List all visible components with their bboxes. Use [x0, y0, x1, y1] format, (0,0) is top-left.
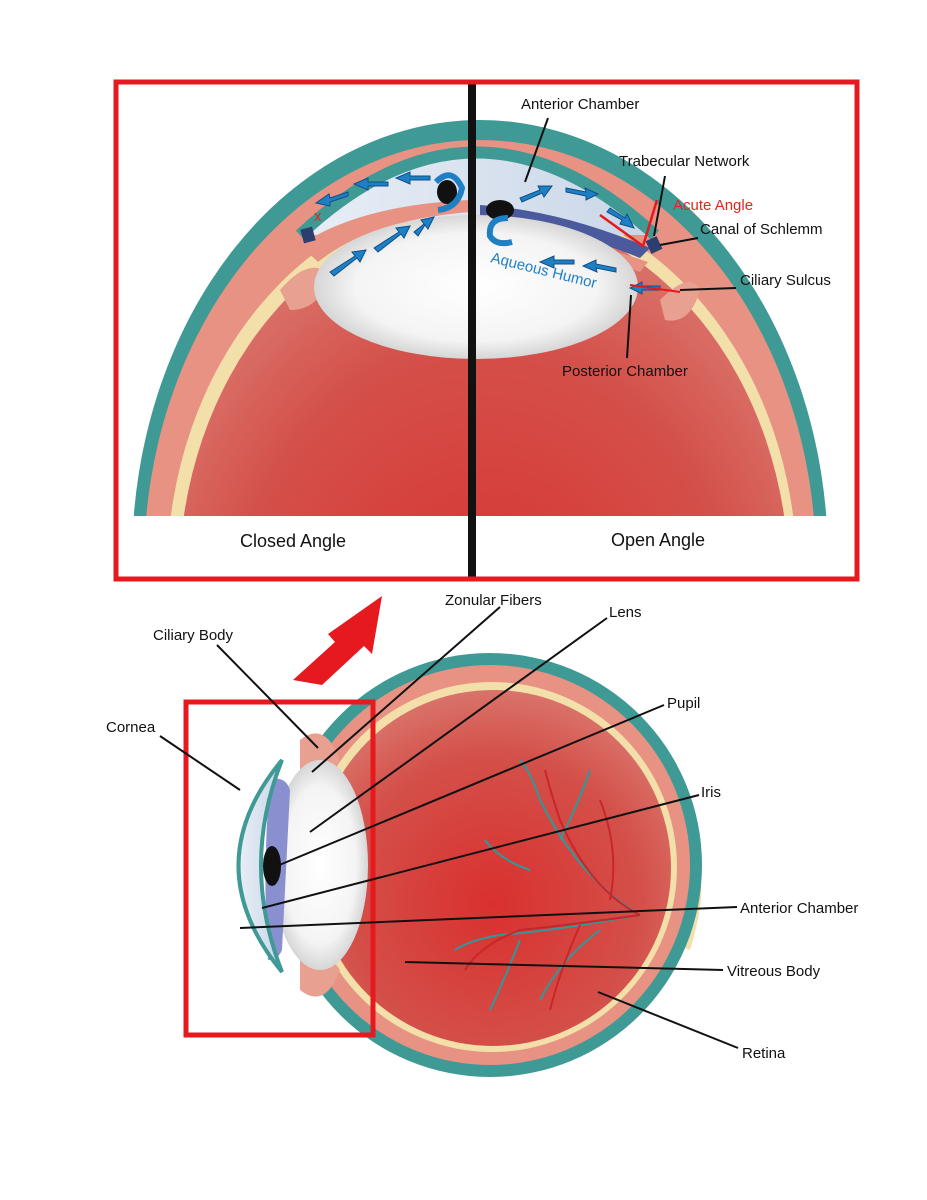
zoom-arrow — [293, 596, 382, 685]
label-cornea: Cornea — [106, 719, 156, 736]
svg-text:x: x — [314, 208, 322, 225]
label-canal-of-schlemm: Canal of Schlemm — [700, 221, 823, 238]
label-posterior-chamber: Posterior Chamber — [562, 363, 688, 380]
label-lens: Lens — [609, 604, 642, 621]
label-ciliary-sulcus: Ciliary Sulcus — [740, 272, 831, 289]
caption-open-angle: Open Angle — [611, 530, 705, 550]
label-acute-angle: Acute Angle — [673, 197, 753, 214]
caption-closed-angle: Closed Angle — [240, 531, 346, 551]
label-iris: Iris — [701, 784, 721, 801]
eye-cross-section: Zonular Fibers Lens Ciliary Body Pupil C… — [106, 592, 858, 1077]
label-ciliary-body: Ciliary Body — [153, 627, 234, 644]
label-pupil: Pupil — [667, 695, 700, 712]
label-vitreous-body: Vitreous Body — [727, 963, 821, 980]
label-trabecular-network: Trabecular Network — [619, 153, 750, 170]
label-anterior-chamber-bottom: Anterior Chamber — [740, 900, 858, 917]
label-anterior-chamber-top: Anterior Chamber — [521, 96, 639, 113]
label-retina: Retina — [742, 1045, 786, 1062]
label-zonular-fibers: Zonular Fibers — [445, 592, 542, 609]
